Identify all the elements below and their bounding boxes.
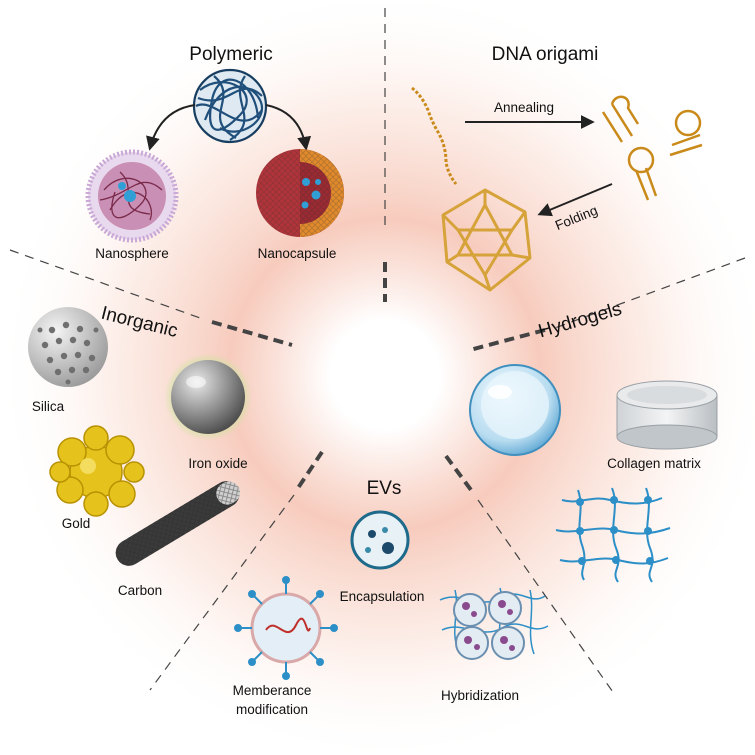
folding-arrow xyxy=(537,183,613,217)
carbon-label: Carbon xyxy=(118,583,162,598)
nanocapsule-icon xyxy=(256,149,344,237)
dna-strand-icon xyxy=(411,86,458,185)
hybridization-icon xyxy=(439,587,549,660)
gold-nanostar-icon xyxy=(49,425,145,517)
collagen-matrix-label: Collagen matrix xyxy=(607,456,701,471)
membrane-modification-label-line1: Memberance xyxy=(233,683,312,698)
arrow-to-nanocapsule xyxy=(265,104,312,151)
nanosphere-icon xyxy=(85,149,179,243)
collagen-cylinder-icon xyxy=(616,380,718,450)
encapsulation-vesicle-icon xyxy=(350,510,410,570)
polymeric-section: Polymeric Nanosphere xyxy=(85,44,344,261)
membrane-modification-label-line2: modification xyxy=(236,702,308,717)
silica-label: Silica xyxy=(32,399,65,414)
gold-label: Gold xyxy=(62,516,91,531)
nanosphere-label: Nanosphere xyxy=(95,246,169,261)
hydrogel-network-icon xyxy=(555,487,671,583)
encapsulation-label: Encapsulation xyxy=(340,589,425,604)
nanocapsule-label: Nanocapsule xyxy=(258,246,337,261)
iron-oxide-label: Iron oxide xyxy=(188,456,247,471)
iron-oxide-sphere-icon xyxy=(164,353,252,441)
polymer-ball-icon xyxy=(192,68,268,144)
dna-origami-section: DNA origami Annealing Folding xyxy=(411,44,703,292)
hybridization-label: Hybridization xyxy=(441,688,519,703)
silica-sphere-icon xyxy=(28,307,108,387)
arrow-to-nanosphere xyxy=(146,104,196,151)
carbon-nanotube-icon xyxy=(115,481,241,566)
hydrogel-bubble-icon xyxy=(469,364,561,456)
dna-hairpin-icons xyxy=(601,95,703,201)
annealing-label: Annealing xyxy=(494,100,554,115)
dna-origami-title: DNA origami xyxy=(492,44,599,65)
membrane-modification-vesicle-icon xyxy=(234,576,338,680)
evs-title: EVs xyxy=(367,478,402,499)
dna-icosahedron-icon xyxy=(441,188,532,292)
hydrogels-section: Hydrogels Collagen matrix xyxy=(469,299,718,583)
section-dividers xyxy=(9,8,746,696)
polymeric-title: Polymeric xyxy=(189,44,272,65)
evs-section: EVs Encapsulation Memberanc xyxy=(233,478,549,717)
